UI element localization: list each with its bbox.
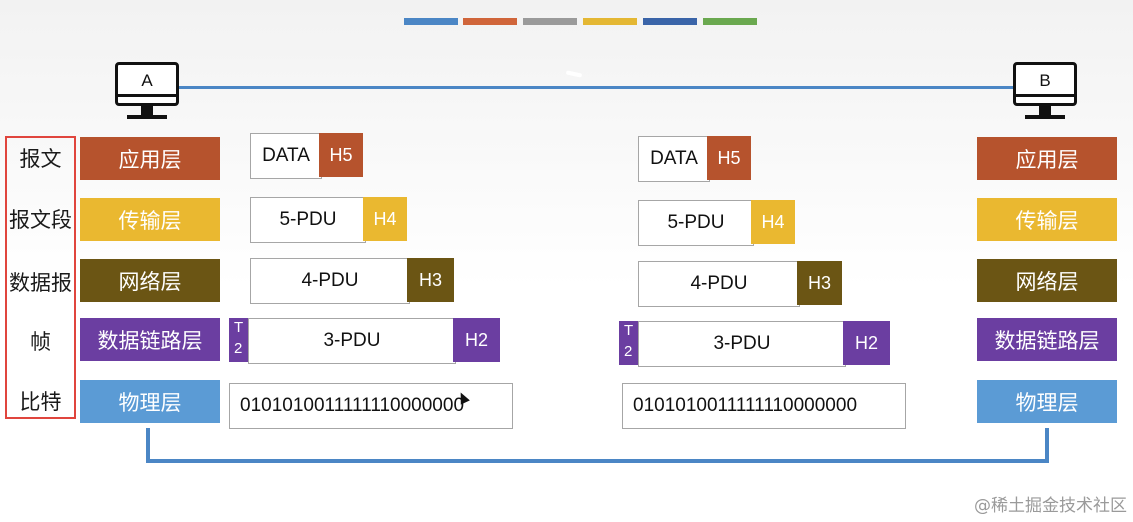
computer-icon [1013, 62, 1077, 106]
left-4pdu: 4-PDU [250, 258, 410, 304]
color-bar-2 [463, 18, 517, 25]
color-bar-4 [583, 18, 637, 25]
right-network-layer: 网络层 [977, 259, 1117, 302]
pdu-name-bit: 比特 [19, 390, 62, 414]
right-app-data: DATA [638, 136, 710, 182]
pdu-name-datagram: 数据报 [9, 271, 72, 295]
computer-base [1025, 115, 1065, 119]
host-a: A [115, 62, 179, 124]
pdu-name-frame: 帧 [30, 330, 51, 354]
right-trailer-n: 2 [624, 343, 633, 360]
physical-link-bottom [146, 459, 1049, 463]
pdu-name-message: 报文 [19, 147, 62, 171]
right-h5-header: H5 [707, 136, 751, 180]
watermark: @稀土掘金技术社区 [974, 496, 1127, 516]
right-trailer-t2: T 2 [619, 321, 639, 365]
right-application-layer: 应用层 [977, 137, 1117, 180]
pdu-name-column [5, 136, 76, 419]
left-h5-header: H5 [319, 133, 363, 177]
right-h3-header: H3 [797, 261, 842, 305]
left-physical-layer: 物理层 [80, 380, 220, 423]
computer-stand [1039, 106, 1051, 116]
physical-link-left [146, 428, 150, 463]
color-bar-5 [643, 18, 697, 25]
line-mark [565, 70, 583, 78]
left-trailer-t2: T 2 [229, 318, 249, 362]
color-bar-1 [404, 18, 458, 25]
right-h4-header: H4 [751, 200, 795, 244]
left-datalink-layer: 数据链路层 [80, 318, 220, 361]
color-bar-3 [523, 18, 577, 25]
right-3pdu: 3-PDU [638, 321, 846, 367]
left-bitstream: 0101010011111110000000 [229, 383, 513, 429]
left-3pdu: 3-PDU [248, 318, 456, 364]
host-a-label: A [141, 71, 153, 90]
right-bitstream: 0101010011111110000000 [622, 383, 906, 429]
host-b-label: B [1039, 71, 1051, 90]
computer-base [127, 115, 167, 119]
right-transport-layer: 传输层 [977, 198, 1117, 241]
left-trailer-t: T [234, 319, 244, 336]
right-4pdu: 4-PDU [638, 261, 800, 307]
right-h2-header: H2 [843, 321, 890, 365]
left-application-layer: 应用层 [80, 137, 220, 180]
right-datalink-layer: 数据链路层 [977, 318, 1117, 361]
left-network-layer: 网络层 [80, 259, 220, 302]
computer-icon [115, 62, 179, 106]
pdu-name-segment: 报文段 [9, 208, 72, 232]
left-5pdu: 5-PDU [250, 197, 366, 243]
left-trailer-n: 2 [234, 340, 243, 357]
left-h3-header: H3 [407, 258, 454, 302]
left-h4-header: H4 [363, 197, 407, 241]
physical-link-right [1045, 428, 1049, 463]
left-h2-header: H2 [453, 318, 500, 362]
right-physical-layer: 物理层 [977, 380, 1117, 423]
computer-stand [141, 106, 153, 116]
host-b: B [1013, 62, 1077, 124]
left-transport-layer: 传输层 [80, 198, 220, 241]
left-app-data: DATA [250, 133, 322, 179]
right-trailer-t: T [624, 322, 634, 339]
right-5pdu: 5-PDU [638, 200, 754, 246]
color-bar-6 [703, 18, 757, 25]
host-connection-line [178, 86, 1014, 89]
